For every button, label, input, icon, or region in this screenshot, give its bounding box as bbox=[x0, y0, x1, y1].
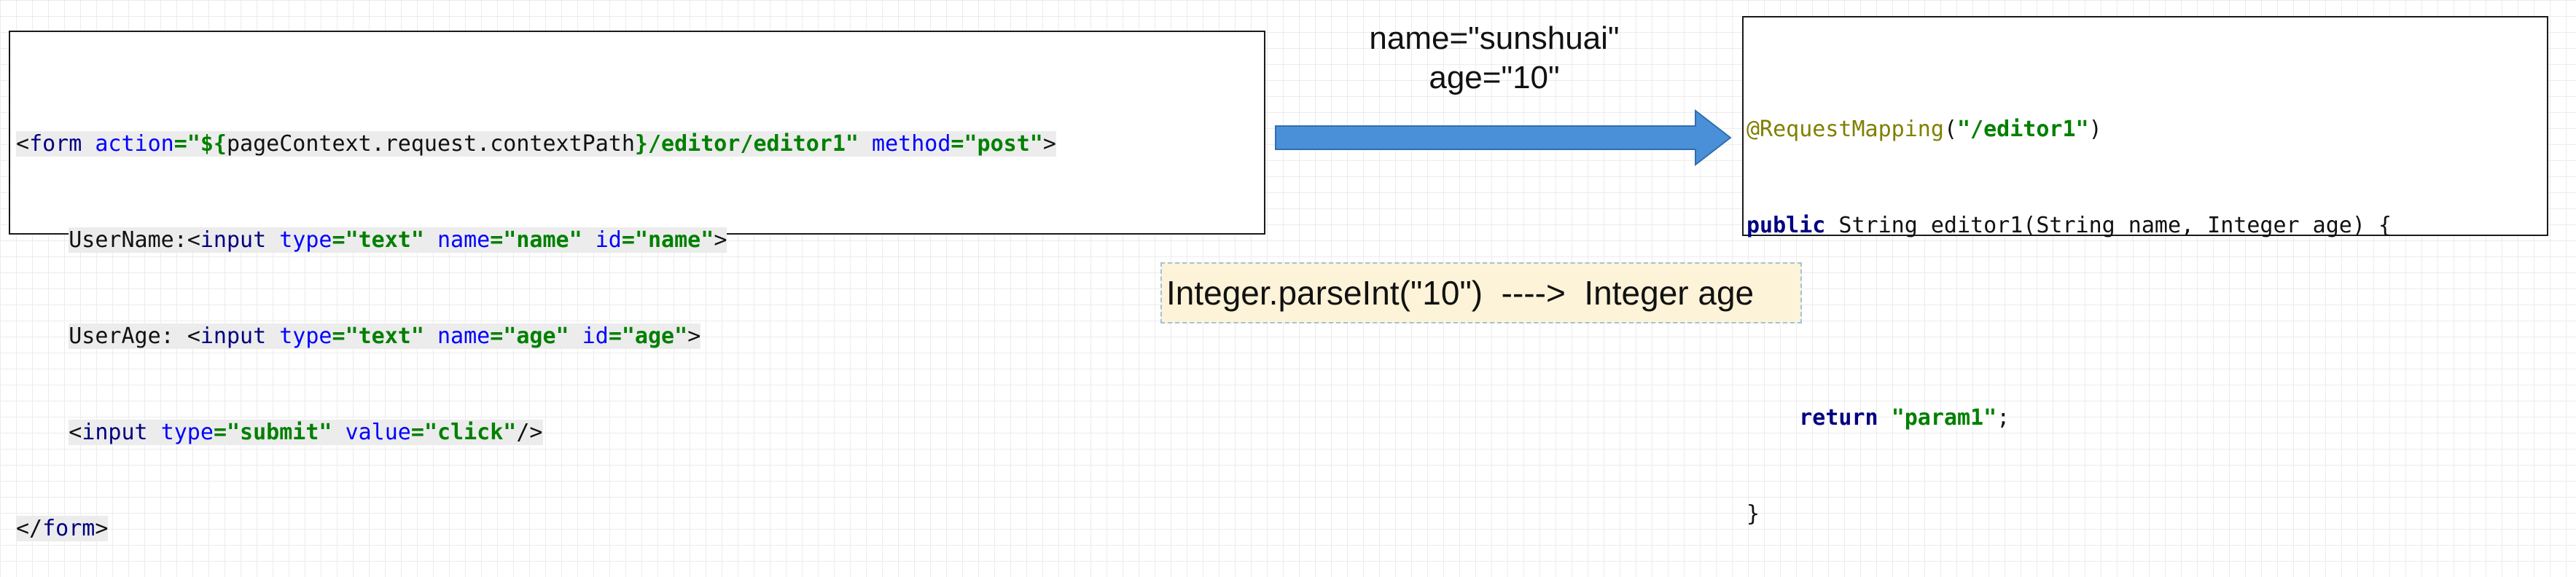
userage-input-line: UserAge: <input type="text" name="age" i… bbox=[69, 323, 701, 349]
username-input-line: UserName:<input type="text" name="name" … bbox=[69, 227, 727, 253]
blank-line bbox=[1746, 306, 2547, 338]
param-name-text: name="sunshuai" bbox=[1369, 20, 1620, 56]
submit-input-line: <input type="submit" value="click"/> bbox=[69, 420, 543, 445]
request-mapping-line: @RequestMapping("/editor1") bbox=[1746, 117, 2102, 142]
form-close-line: </form> bbox=[16, 516, 109, 541]
controller-code-box: @RequestMapping("/editor1") public Strin… bbox=[1742, 16, 2548, 527]
arrow-shape bbox=[1275, 109, 1732, 166]
param-age-text: age="10" bbox=[1429, 60, 1560, 95]
form-code-box: <form action="${pageContext.request.cont… bbox=[9, 31, 1265, 541]
method-signature-line: public String editor1(String name, Integ… bbox=[1746, 213, 2392, 238]
conversion-note-text: Integer.parseInt("10") ----> Integer age bbox=[1166, 274, 1755, 312]
method-close-line: } bbox=[1746, 501, 1760, 527]
return-line: return "param1"; bbox=[1799, 405, 2010, 431]
conversion-note: Integer.parseInt("10") ----> Integer age bbox=[1160, 262, 1802, 323]
params-label: name="sunshuai" age="10" bbox=[1312, 19, 1677, 98]
flow-arrow bbox=[1275, 109, 1732, 166]
form-open-line: <form action="${pageContext.request.cont… bbox=[16, 131, 1056, 157]
